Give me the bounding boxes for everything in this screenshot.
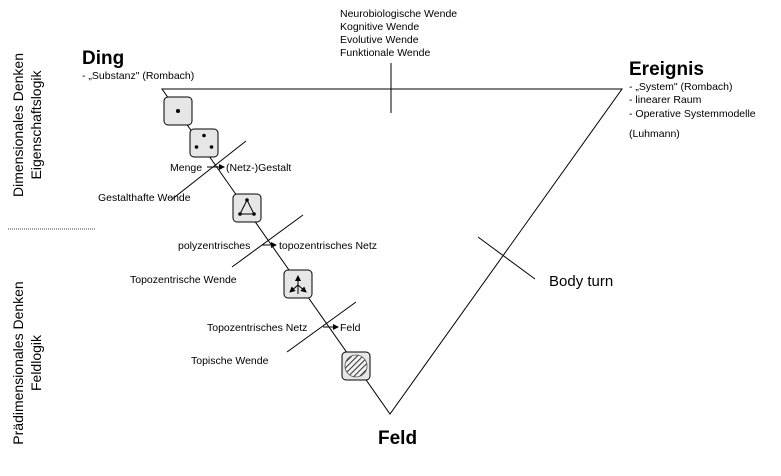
transition-tick-2 xyxy=(231,214,304,268)
node-4 xyxy=(283,269,313,299)
body-turn-label: Body turn xyxy=(549,273,613,290)
node-3 xyxy=(232,193,262,223)
side-lower-2: Feldlogik xyxy=(28,334,44,391)
node-1 xyxy=(163,96,193,126)
transition-1-from: Menge xyxy=(170,162,202,174)
ereignis-sub-2: - linearer Raum xyxy=(629,94,702,106)
side-upper-2: Eigenschaftslogik xyxy=(28,70,44,180)
side-lower-1: Prädimensionales Denken xyxy=(10,281,26,444)
transition-3-turn: Topische Wende xyxy=(191,355,269,367)
transition-tick-1 xyxy=(170,140,247,201)
hatched-field-icon xyxy=(344,354,368,378)
ereignis-sub-4: (Luhmann) xyxy=(629,128,680,140)
side-upper-1: Dimensionales Denken xyxy=(10,53,26,197)
triangle-network-icon xyxy=(238,198,256,216)
star-network-icon xyxy=(289,275,307,294)
node-5 xyxy=(341,351,371,381)
corner-feld: Feld xyxy=(378,428,417,449)
transition-1-to: (Netz-)Gestalt xyxy=(226,162,291,174)
transition-3-to: Feld xyxy=(340,322,361,334)
transition-1-turn: Gestalthafte Wende xyxy=(98,192,191,204)
right-edge-tick xyxy=(477,236,536,280)
main-triangle xyxy=(161,88,623,415)
single-dot-icon xyxy=(176,109,180,113)
top-turn-4: Funktionale Wende xyxy=(340,47,430,59)
corner-ding: Ding xyxy=(82,48,124,69)
transition-tick-3 xyxy=(286,301,357,353)
corner-ding-sub: - „Substanz" (Rombach) xyxy=(82,70,194,82)
corner-ereignis: Ereignis xyxy=(629,59,704,80)
ereignis-sub-1: - „System" (Rombach) xyxy=(629,81,733,93)
top-turn-1: Neurobiologische Wende xyxy=(340,8,457,20)
transition-2-turn: Topozentrische Wende xyxy=(130,274,237,286)
transition-3-from: Topozentrisches Netz xyxy=(207,322,307,334)
three-dots-icon xyxy=(194,133,214,149)
transition-2-from: polyzentrisches xyxy=(178,240,250,252)
ereignis-sub-3: - Operative Systemmodelle xyxy=(629,108,756,120)
top-turn-2: Kognitive Wende xyxy=(340,21,419,33)
top-turn-3: Evolutive Wende xyxy=(340,34,419,46)
node-2 xyxy=(189,128,219,158)
transition-2-to: topozentrisches Netz xyxy=(279,240,377,252)
